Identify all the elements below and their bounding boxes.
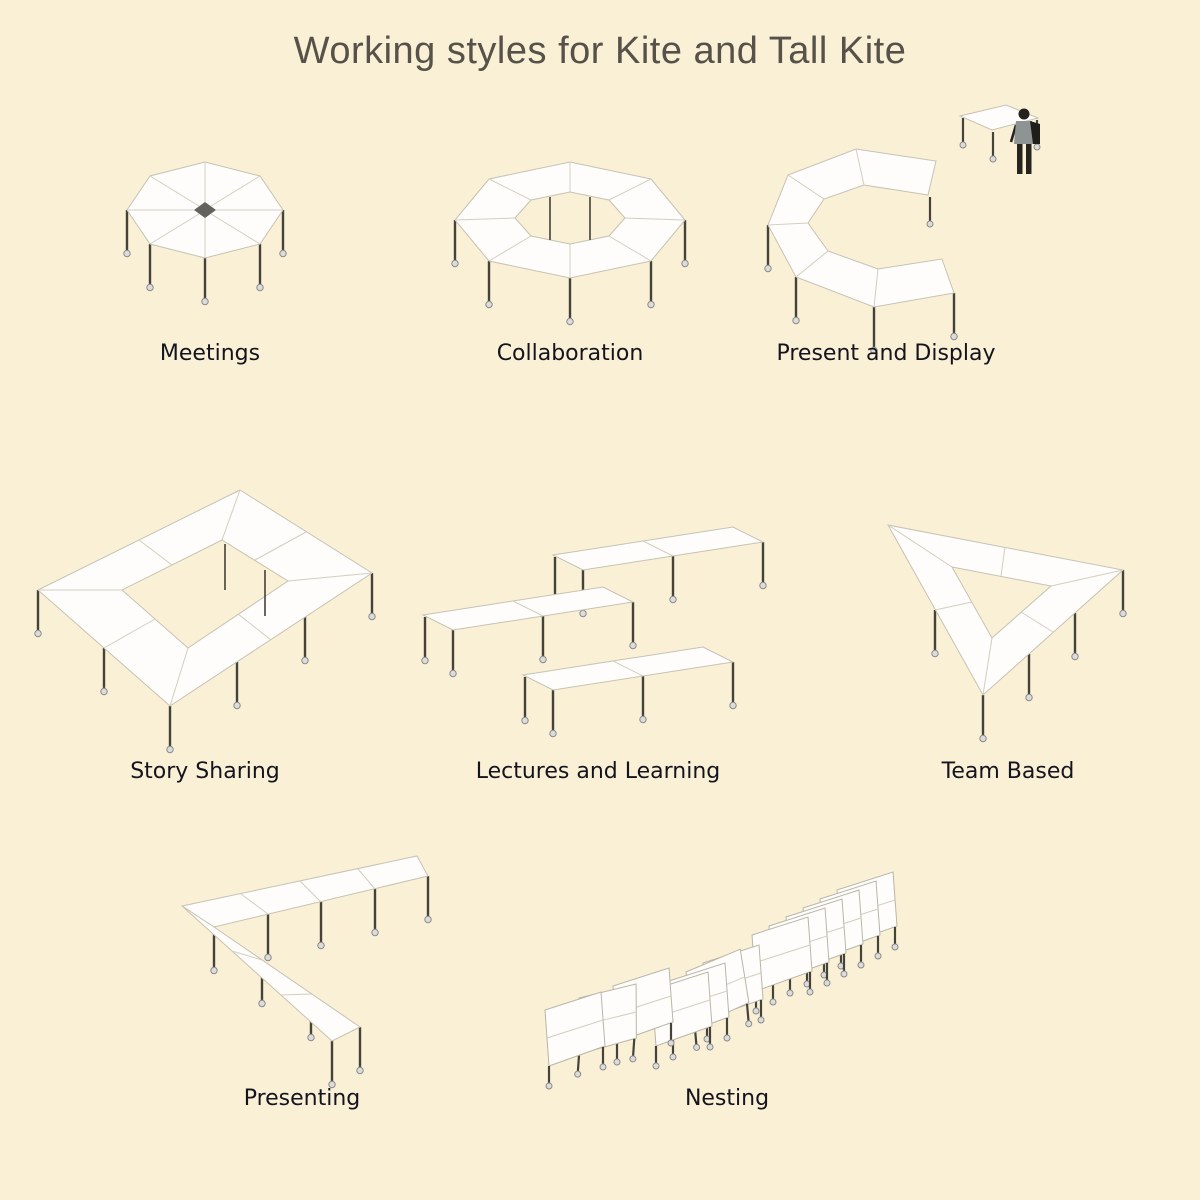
triangle-ring-of-tables-icon [887, 524, 1128, 743]
arrangement-presenting: Presenting [132, 830, 472, 1117]
diagram-title: Working styles for Kite and Tall Kite [293, 30, 907, 72]
arrangement-collaboration: Collaboration [430, 130, 710, 372]
nested-folded-tables-group [750, 870, 900, 1016]
arrangement-label: Meetings [159, 341, 261, 366]
arrangement-label: Story Sharing [130, 759, 280, 784]
table-row [520, 646, 738, 738]
oval-ring-of-tables-icon [450, 161, 690, 326]
arrangement-label: Presenting [243, 1086, 361, 1111]
table-ring [887, 524, 1125, 696]
arrangement-team-based: Team Based [863, 450, 1153, 790]
single-folded-tables-group [543, 966, 676, 1091]
three-rows-of-tables-icon [420, 526, 768, 738]
c-shaped-tables-with-presenter-icon [763, 104, 1042, 355]
arrangement-label: Collaboration [496, 341, 644, 366]
table-ring [126, 161, 284, 259]
arrangement-story-sharing: Story Sharing [20, 450, 390, 790]
arrangement-label: Nesting [684, 1086, 770, 1111]
presenter-person-figure [1009, 108, 1040, 174]
folded-nested-tables-icon [543, 870, 900, 1091]
chevron-run-of-tables-icon [180, 855, 433, 1089]
single-display-table [958, 104, 1042, 164]
arrangement-lectures-and-learning: Lectures and Learning [418, 450, 778, 790]
table-ring [37, 489, 373, 707]
c-shaped-table-run [767, 148, 955, 308]
octagon-ring-of-tables-icon [122, 161, 288, 306]
arrangement-present-and-display: Present and Display [706, 100, 1066, 372]
rectangle-ring-of-tables-icon [33, 489, 377, 754]
table-row [550, 526, 768, 618]
arrangement-label: Lectures and Learning [475, 759, 721, 784]
arrangement-label: Present and Display [776, 341, 996, 366]
arrangement-label: Team Based [941, 759, 1075, 784]
arrangement-nesting: Nesting [537, 830, 917, 1117]
chevron-table-run [180, 855, 429, 1042]
table-ring [454, 161, 686, 279]
table-row [420, 586, 638, 678]
arrangement-meetings: Meetings [80, 130, 340, 372]
